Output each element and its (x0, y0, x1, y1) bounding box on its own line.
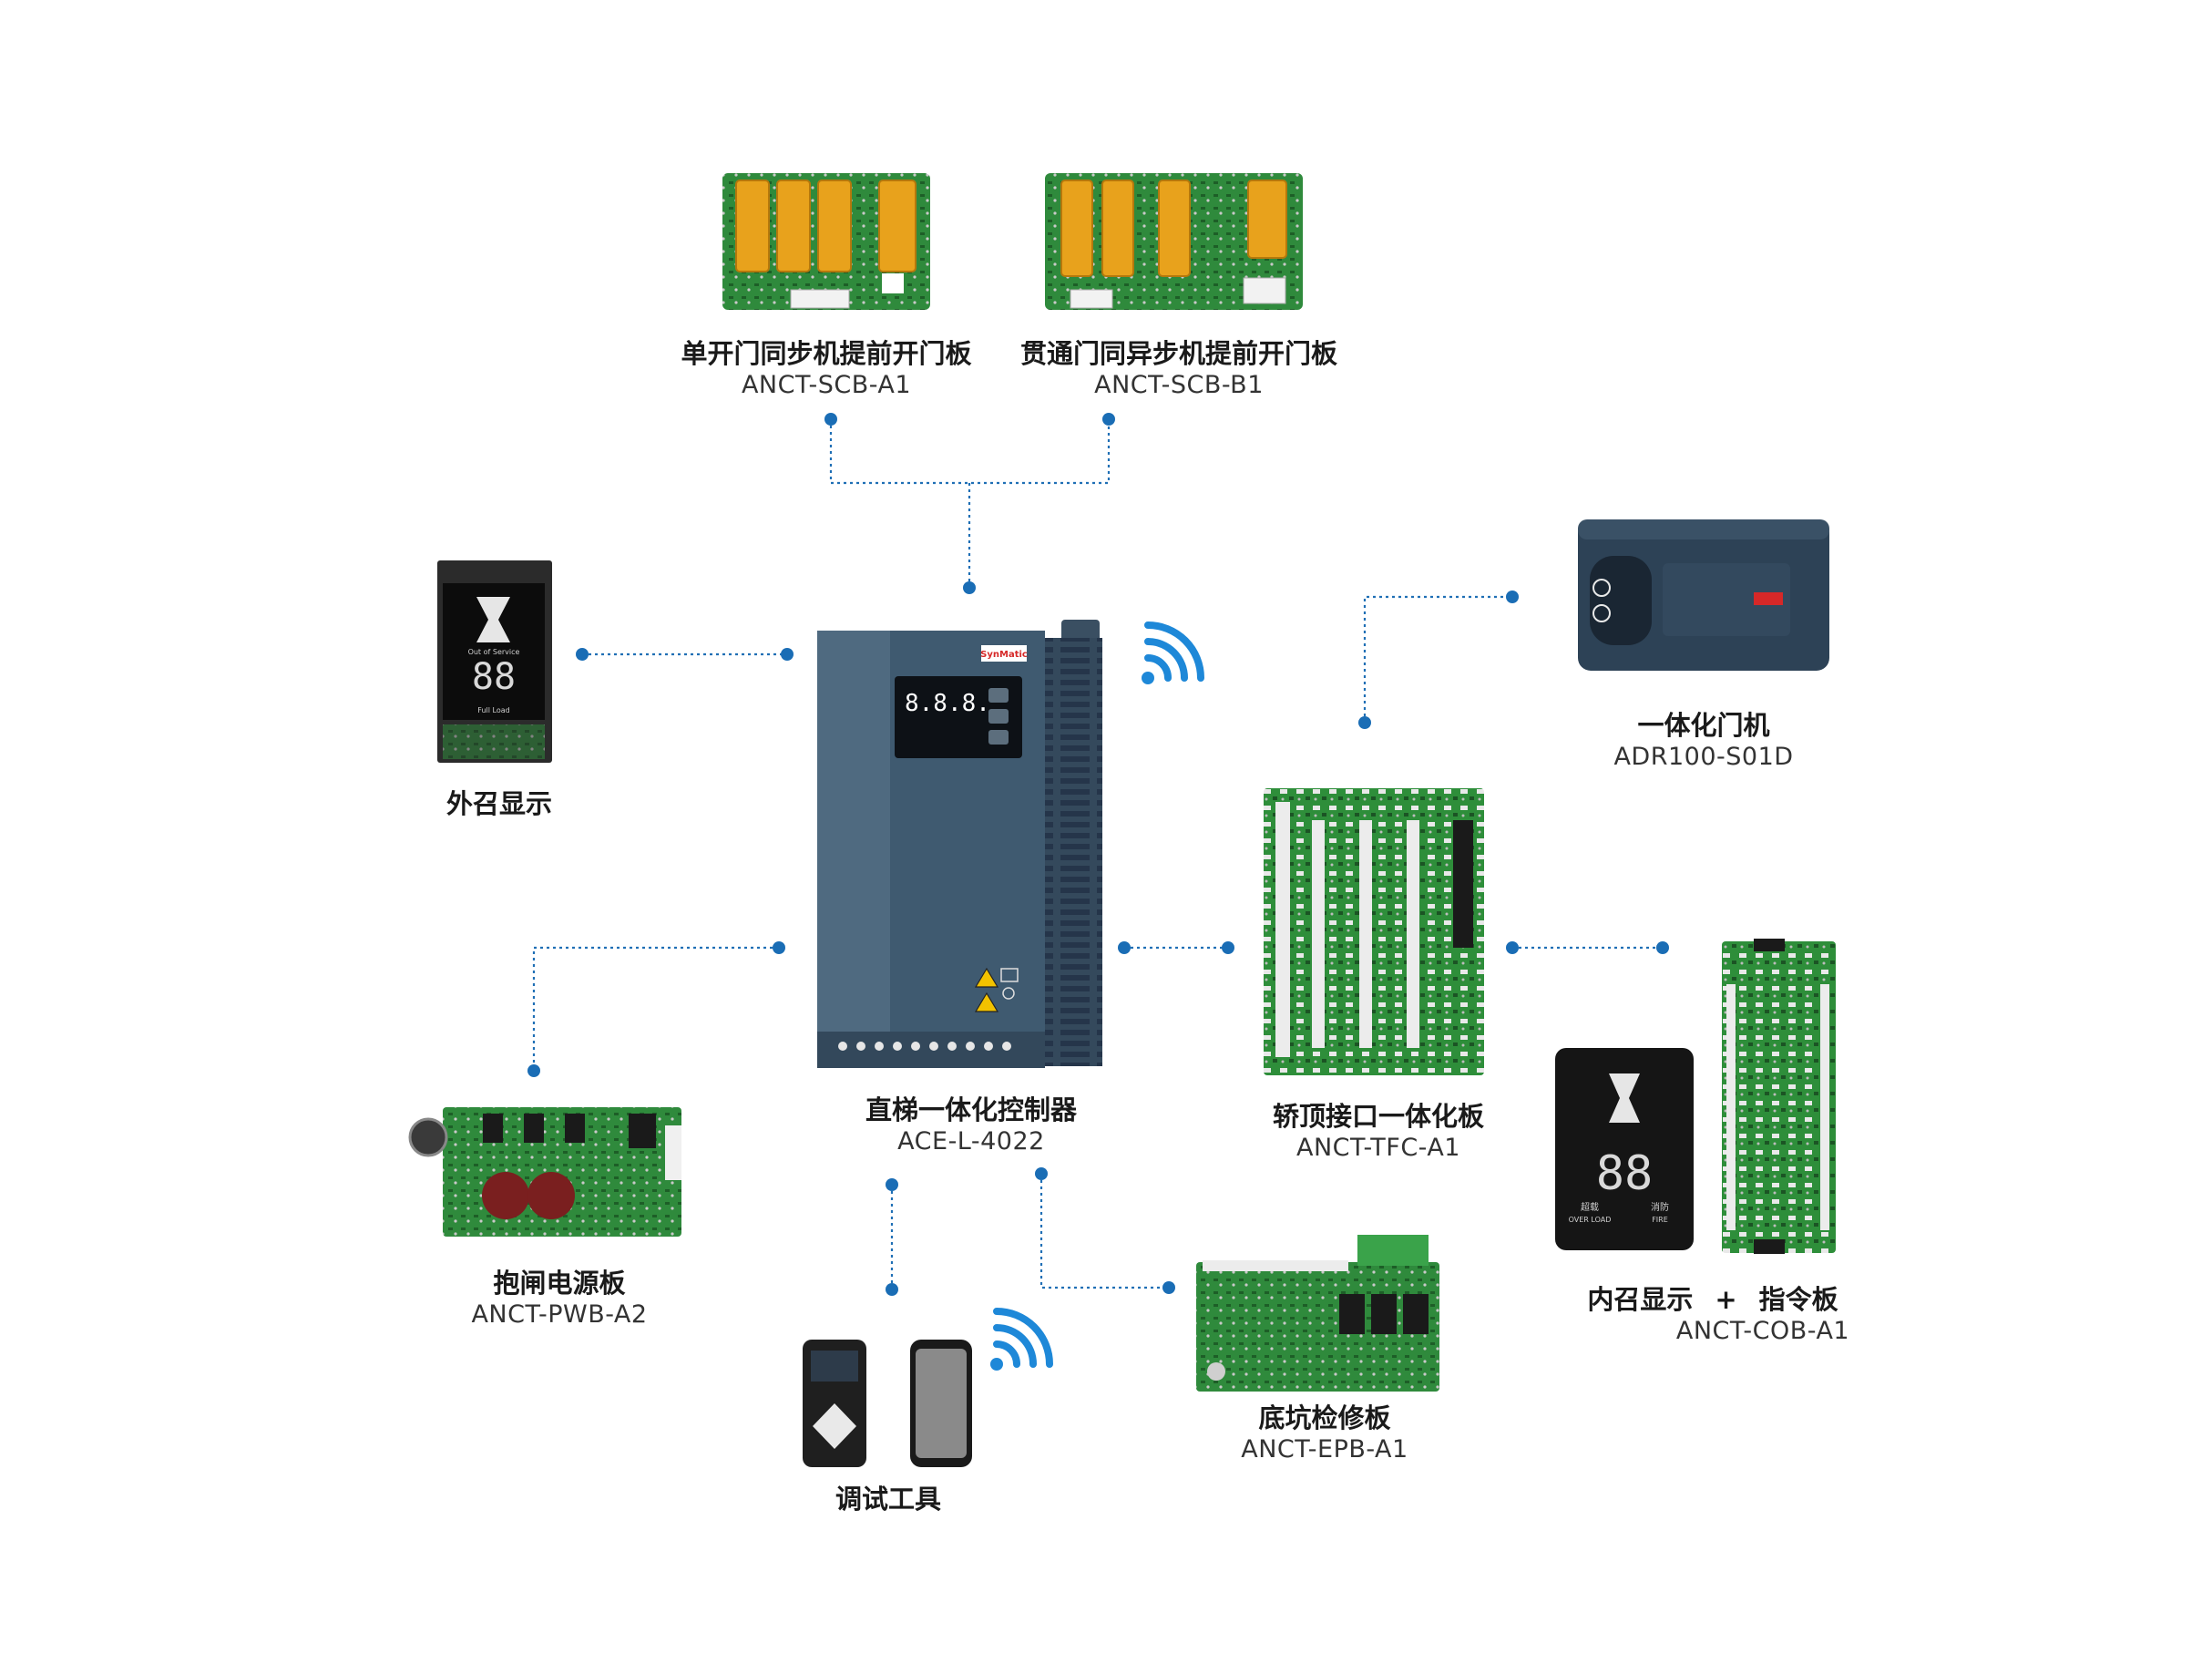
dot (1118, 941, 1131, 954)
debug-tools-name: 调试工具 (835, 1484, 941, 1515)
cob-name-left: 内召显示 (1587, 1284, 1694, 1315)
display-status-text: Out of Service (468, 648, 520, 656)
link-scb (829, 419, 1111, 485)
door-machine-image (1578, 519, 1829, 671)
pwb-name: 抱闸电源板 (493, 1268, 626, 1299)
plus-sign: + (1715, 1284, 1737, 1315)
controller-label: 直梯一体化控制器 ACE-L-4022 (698, 1094, 1244, 1157)
cob-name: 内召显示 + 指令板 (1439, 1283, 1986, 1316)
cob-label: 内召显示 + 指令板 ANCT-COB-A1 (1439, 1283, 1986, 1347)
timer-icon (1002, 987, 1015, 1000)
tfc-model: ANCT-TFC-A1 (1296, 1134, 1460, 1162)
dot (1506, 941, 1519, 954)
epb-board-image (1196, 1235, 1439, 1392)
dot (773, 941, 785, 954)
epb-name: 底坑检修板 (1258, 1402, 1391, 1433)
scb-a1-name: 单开门同步机提前开门板 (681, 338, 972, 369)
door-machine-name: 一体化门机 (1637, 710, 1770, 741)
debug-tools-image (803, 1340, 972, 1467)
dot (963, 581, 976, 594)
cob-model: ANCT-COB-A1 (1675, 1317, 1850, 1345)
cabin-display-image: 88 超载 OVER LOAD 消防 FIRE (1555, 1048, 1694, 1250)
controller-display-value: 8.8.8. (905, 690, 990, 717)
cob-board-image (1722, 939, 1836, 1254)
display-bottom-text: Full Load (477, 706, 509, 714)
connection-lines (532, 419, 1663, 1289)
pwb-board-image (408, 1107, 681, 1237)
dot (824, 413, 837, 426)
tfc-label: 轿顶接口一体化板 ANCT-TFC-A1 (1105, 1100, 1652, 1164)
terminal-row (838, 1042, 1011, 1051)
dot (886, 1283, 898, 1296)
dot (781, 648, 794, 661)
tfc-name: 轿顶接口一体化板 (1272, 1101, 1484, 1132)
cob-name-right: 指令板 (1758, 1284, 1838, 1315)
debug-tools-label: 调试工具 (615, 1483, 1162, 1515)
wifi-icon (990, 1308, 1053, 1371)
pwb-label: 抱闸电源板 ANCT-PWB-A2 (286, 1267, 833, 1330)
connection-dots (527, 413, 1669, 1296)
hall-display-label: 外召显示 (226, 787, 773, 820)
controller-model: ACE-L-4022 (897, 1127, 1045, 1156)
scb-b1-label: 贯通门同异步机提前开门板 ANCT-SCB-B1 (906, 337, 1452, 401)
dot (1506, 591, 1519, 603)
epb-model: ANCT-EPB-A1 (1241, 1435, 1408, 1464)
controller-name: 直梯一体化控制器 (865, 1094, 1077, 1125)
manual-icon (1000, 968, 1019, 982)
warning-icon (974, 967, 999, 1012)
dot (1222, 941, 1234, 954)
dot (1162, 1281, 1175, 1294)
controller-brand: SynMatic (980, 650, 1028, 660)
dot (527, 1064, 540, 1077)
hall-display-board-image: Out of Service 88 Full Load (437, 560, 552, 763)
dot (576, 648, 589, 661)
link-door-machine (1363, 595, 1512, 723)
scb-b1-model: ANCT-SCB-B1 (1094, 371, 1264, 399)
cabin-display-digits: 88 (1596, 1146, 1654, 1201)
hall-display-name: 外召显示 (445, 788, 552, 819)
dot (1102, 413, 1115, 426)
scb-b1-name: 贯通门同异步机提前开门板 (1019, 338, 1337, 369)
overload-cn: 超载 (1581, 1201, 1599, 1213)
fire-cn: 消防 (1651, 1201, 1669, 1213)
link-epb (1039, 1174, 1169, 1289)
display-digits: 88 (472, 656, 516, 698)
scb-a1-model: ANCT-SCB-A1 (741, 371, 912, 399)
dot (886, 1178, 898, 1191)
scb-a1-board-image (722, 173, 930, 310)
door-machine-label: 一体化门机 ADR100-S01D (1430, 709, 1977, 773)
epb-label: 底坑检修板 ANCT-EPB-A1 (1051, 1402, 1598, 1465)
overload-en: OVER LOAD (1569, 1216, 1612, 1224)
wifi-icon (1142, 621, 1204, 684)
dot (1656, 941, 1669, 954)
door-machine-model: ADR100-S01D (1613, 743, 1794, 771)
scb-a1-label: 单开门同步机提前开门板 ANCT-SCB-A1 (553, 337, 1100, 401)
controller-image: SynMatic 8.8.8. (817, 620, 1102, 1068)
link-pwb (532, 946, 779, 1071)
scb-b1-board-image (1045, 173, 1303, 310)
dot (1035, 1167, 1048, 1180)
pwb-model: ANCT-PWB-A2 (471, 1300, 648, 1329)
fire-en: FIRE (1652, 1216, 1668, 1224)
tfc-board-image (1264, 788, 1484, 1075)
dot (1358, 716, 1371, 729)
